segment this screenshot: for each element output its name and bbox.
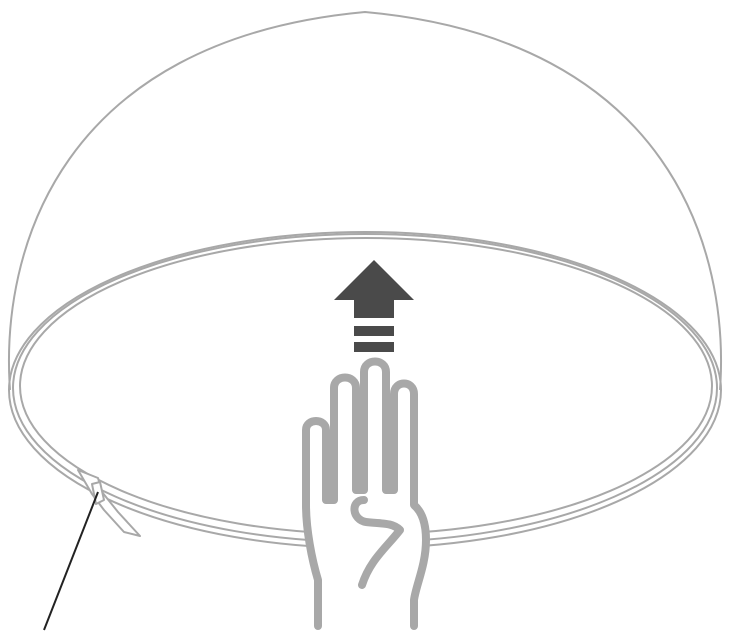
dome-cover-icon: [8, 10, 722, 391]
up-arrow-icon: [334, 260, 414, 352]
arrow-head: [334, 260, 414, 318]
hand-outline: [302, 357, 430, 630]
thumb-outline: [350, 496, 404, 589]
hand-push-icon: [302, 357, 430, 630]
arrow-bar-2: [354, 342, 394, 352]
leader-line: [43, 491, 99, 631]
dome-shell-outline: [8, 10, 722, 391]
arrow-bar-1: [354, 326, 394, 336]
